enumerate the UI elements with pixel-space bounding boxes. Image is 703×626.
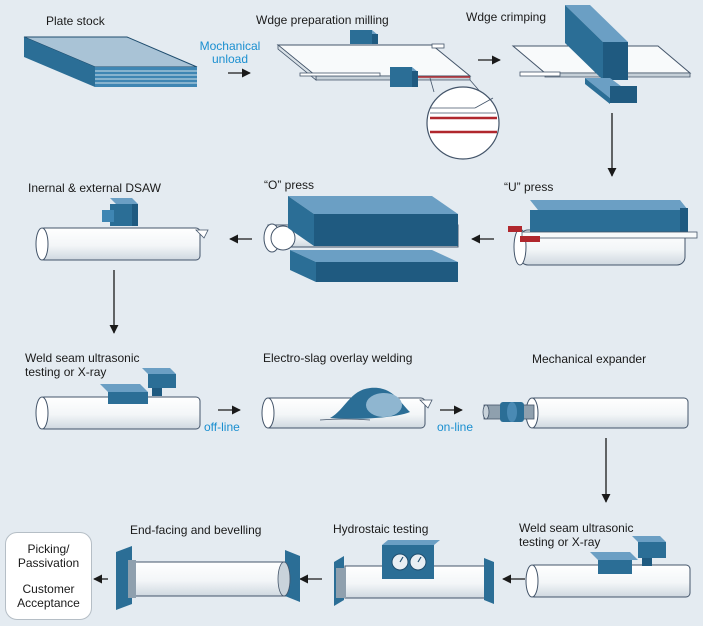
label-dsaw: Inernal & external DSAW: [28, 181, 161, 195]
final-step-box: Picking/ Passivation Customer Acceptance: [5, 532, 92, 620]
label-on-line: on-line: [437, 420, 474, 434]
label-overlay: Electro-slag overlay welding: [263, 351, 413, 365]
label-edge-crimping: Wdge crimping: [466, 10, 547, 24]
label-ut1-line1: Weld seam ultrasonic: [25, 351, 140, 365]
facing-illustration: [116, 546, 300, 610]
milling-illustration: [276, 30, 500, 160]
label-edge-milling: Wdge preparation milling: [256, 13, 389, 27]
final-line4: Acceptance: [17, 596, 80, 610]
final-line2: Passivation: [17, 556, 80, 570]
label-hydro: Hydrostaic testing: [333, 522, 429, 536]
label-off-line: off-line: [204, 420, 240, 434]
label-facing: End-facing and bevelling: [130, 523, 262, 537]
label-ut1-line2: testing or X-ray: [25, 365, 107, 379]
label-expander: Mechanical expander: [532, 352, 647, 366]
ut1-illustration: [35, 368, 201, 430]
o-press-illustration: [263, 196, 459, 282]
label-unload-line1: Mochanical: [199, 39, 261, 53]
label-u-press: “U” press: [504, 180, 554, 194]
label-unload-line2: unload: [211, 52, 249, 66]
dsaw-illustration: [35, 198, 209, 261]
plate-stock-illustration: [23, 36, 198, 87]
label-ut2-line2: testing or X-ray: [519, 535, 601, 549]
ut2-illustration: [525, 536, 691, 598]
final-line3: Customer: [22, 582, 75, 596]
overlay-illustration: [261, 387, 433, 429]
expander-illustration: [482, 397, 689, 429]
label-o-press: “O” press: [264, 178, 315, 192]
hydro-illustration: [334, 540, 494, 606]
u-press-illustration: [508, 200, 698, 266]
label-ut2-line1: Weld seam ultrasonic: [519, 521, 634, 535]
label-plate-stock: Plate stock: [46, 14, 105, 28]
final-line1: Picking/: [27, 542, 70, 556]
crimping-illustration: [511, 5, 692, 104]
